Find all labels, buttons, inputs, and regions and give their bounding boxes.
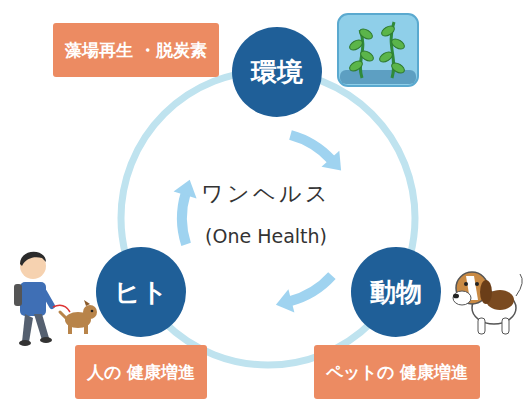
person-with-dog [14,252,97,346]
note-text: ペットの 健康増進 [326,361,468,383]
center-label: ワンヘルス [201,179,331,209]
topic-circle: ヒト [96,247,186,337]
circle-label: ヒト [114,275,168,310]
note-box: 人の 健康増進 [75,345,207,399]
center-label: (One Health) [205,225,327,247]
topic-circle: 環境 [232,27,322,117]
note-text: 人の 健康増進 [87,361,195,383]
beagle-dog [453,272,522,334]
cycle-arrow [276,276,332,313]
circle-label: 動物 [370,275,422,310]
cycle-arrow [291,135,342,171]
note-box: ペットの 健康増進 [314,345,480,399]
cycle-arrow [174,180,197,245]
note-box: 藻場再生 ・脱炭素 [53,23,219,77]
note-text: 藻場再生 ・脱炭素 [65,39,207,61]
circle-label: 環境 [251,55,303,90]
topic-circle: 動物 [351,247,441,337]
seaweed-tank [338,14,418,86]
